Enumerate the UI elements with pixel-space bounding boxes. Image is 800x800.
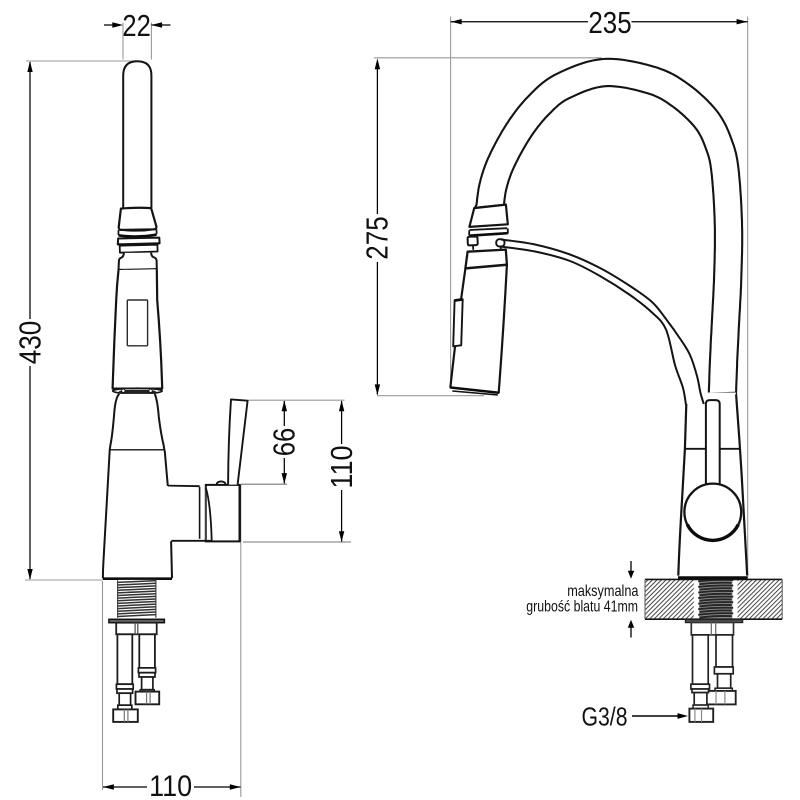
svg-text:G3/8: G3/8	[582, 702, 628, 732]
svg-text:110: 110	[149, 770, 192, 800]
svg-text:430: 430	[12, 321, 47, 365]
svg-text:grubość blatu 41mm: grubość blatu 41mm	[526, 599, 638, 616]
svg-text:22: 22	[122, 8, 150, 43]
svg-text:66: 66	[267, 428, 302, 457]
svg-text:275: 275	[360, 216, 395, 260]
svg-text:maksymalna: maksymalna	[567, 583, 639, 600]
svg-text:110: 110	[324, 445, 359, 488]
svg-text:235: 235	[588, 5, 631, 40]
